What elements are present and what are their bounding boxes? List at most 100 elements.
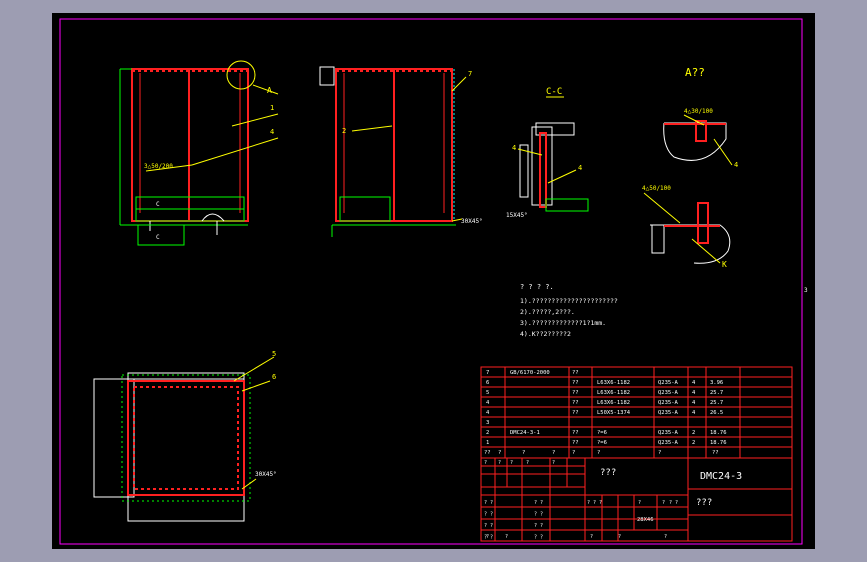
title-block-cell: ?: [664, 534, 667, 540]
bom-cell-qty: 4: [692, 400, 696, 406]
bom-cell-no: 4: [486, 410, 490, 416]
bom-cell-material: Q235-A: [658, 400, 679, 406]
bom-cell-no: 2: [486, 430, 489, 436]
bom-header-cell: ?: [597, 450, 600, 456]
section-title: C-C: [546, 87, 562, 97]
bom-cell-qty: 4: [692, 410, 696, 416]
note-line-2: 2).?????,2???.: [520, 308, 575, 316]
title-block-cell: ? ?: [669, 500, 678, 506]
bom-header-cell: ?: [552, 450, 555, 456]
title-block: [480, 457, 793, 542]
bom-cell-material: Q235-A: [658, 380, 679, 386]
part-name: ???: [600, 468, 616, 478]
bom-cell-no: 5: [486, 390, 489, 396]
front-view: C C A 1 4 3△50/200: [119, 60, 279, 246]
weld-symbol-detail-2: 4△50/100: [642, 185, 671, 192]
title-block-cell: ? ?: [484, 512, 493, 518]
cc-marker-bottom: C: [156, 234, 160, 241]
note-line-1: 1).??????????????????????: [520, 297, 618, 305]
note-line-3: 3).?????????????1?1mm.: [520, 319, 606, 327]
weld-symbol-detail-1: 4△30/100: [684, 108, 713, 115]
bom-cell-qty: 2: [692, 430, 695, 436]
chamfer-cc: 15X45°: [506, 212, 528, 219]
weld-symbol-front: 3△50/200: [144, 163, 173, 170]
bom-cell-qty: 4: [692, 390, 696, 396]
leader-4: 4: [270, 128, 274, 136]
drawing-frame: [59, 18, 803, 545]
title-block-cell: ? ?: [534, 500, 543, 506]
title-block-cell: ?: [662, 500, 665, 506]
bom-cell-spec: L50X5-1374: [597, 410, 631, 416]
bom-header-cell: ?: [658, 450, 661, 456]
bom-header-cell: ?: [572, 450, 575, 456]
bom-cell-material: Q235-A: [658, 410, 679, 416]
technical-notes: ? ? ? ?. 1).?????????????????????? 2).??…: [520, 283, 618, 338]
leader-a: A: [267, 86, 272, 95]
title-block-cell: ?: [552, 460, 555, 466]
bom-header-cell: ?: [522, 450, 525, 456]
bom-header-cell: ?: [498, 450, 501, 456]
title-block-cell: ?: [484, 460, 487, 466]
detail-title: A??: [685, 66, 705, 79]
bom-cell-no: 6: [486, 380, 489, 386]
title-block-cell: ?: [505, 534, 508, 540]
cad-viewport[interactable]: C C A 1 4 3△50/200 2 7 30X45° C-C: [52, 13, 815, 549]
title-block-cell: ? ?: [484, 500, 493, 506]
bom-cell-name: ??: [572, 440, 579, 446]
bom-cell-qty: 2: [692, 440, 695, 446]
note-line-4: 4).K??2?????2: [520, 330, 571, 338]
title-block-cell: ?: [510, 460, 513, 466]
bom-cell-name: ??: [572, 400, 579, 406]
leader-7: 7: [468, 70, 472, 78]
title-block-cell: ?: [590, 534, 593, 540]
leader-1: 1: [270, 104, 274, 112]
bom-cell-weight: 26.5: [710, 410, 723, 416]
bom-cell-qty: 4: [692, 380, 696, 386]
title-block-cell: ? ?: [484, 535, 493, 541]
drawing-number: DMC24-3: [700, 471, 742, 482]
side-mark: 3: [804, 287, 808, 294]
title-block-cell: ? ?: [534, 512, 543, 518]
bom-cell-material: Q235-A: [658, 390, 679, 396]
notes-title: ? ? ? ?.: [520, 283, 554, 291]
bom-cell-name: ??: [572, 430, 579, 436]
title-block-cell: ?: [526, 460, 529, 466]
bom-cell-weight: 25.7: [710, 400, 723, 406]
title-block-cell: ? ?: [534, 523, 543, 529]
bom-cell-spec: L63X6-1182: [597, 400, 630, 406]
detail-leader-4: 4: [734, 161, 738, 169]
bom-cell-no: 3: [486, 420, 489, 426]
chamfer-side: 30X45°: [461, 218, 483, 225]
chamfer-plan: 30X45°: [255, 471, 277, 478]
company-name: ???: [696, 498, 712, 508]
cc-leader-4a: 4: [512, 144, 516, 152]
title-block-cell: ? ?: [534, 535, 543, 541]
bom-cell-no: 7: [486, 370, 489, 376]
bom-cell-spec: L63X6-1182: [597, 390, 630, 396]
plan-leader-5: 5: [272, 350, 276, 358]
title-block-cell: ?: [498, 460, 501, 466]
bom-cell-no: 4: [486, 400, 490, 406]
bom-cell-material: Q235-A: [658, 430, 679, 436]
title-block-cell: ?: [486, 534, 489, 540]
title-block-cell: ?: [638, 500, 641, 506]
bom-cell-code: DMC24-3-1: [510, 430, 540, 436]
bom-cell-weight: 18.76: [710, 430, 727, 436]
title-block-cell: ?: [618, 534, 621, 540]
bom-cell-spec: L63X6-1182: [597, 380, 630, 386]
scale-value: 28X46: [637, 517, 654, 523]
bom-cell-weight: 3.96: [710, 380, 723, 386]
plan-view: 5 6 30X45°: [93, 350, 277, 522]
bom-cell-name: ??: [572, 380, 579, 386]
bom-header-cell: ??: [712, 450, 719, 456]
plan-leader-6: 6: [272, 373, 276, 381]
title-block-labels: ?????? ?? ?? ?? ?? ?? ?? ?? ?? ? ???? ??…: [484, 460, 678, 541]
title-block-cell: ? ?: [484, 523, 493, 529]
bom-cell-spec: ?=6: [597, 430, 607, 436]
bom-cell-material: Q235-A: [658, 440, 679, 446]
drawing-sheet: C C A 1 4 3△50/200 2 7 30X45° C-C: [59, 18, 808, 545]
bom-cell-no: 1: [486, 440, 489, 446]
bom-cell-spec: ?=6: [597, 440, 607, 446]
bom-cell-name: ??: [572, 370, 579, 376]
